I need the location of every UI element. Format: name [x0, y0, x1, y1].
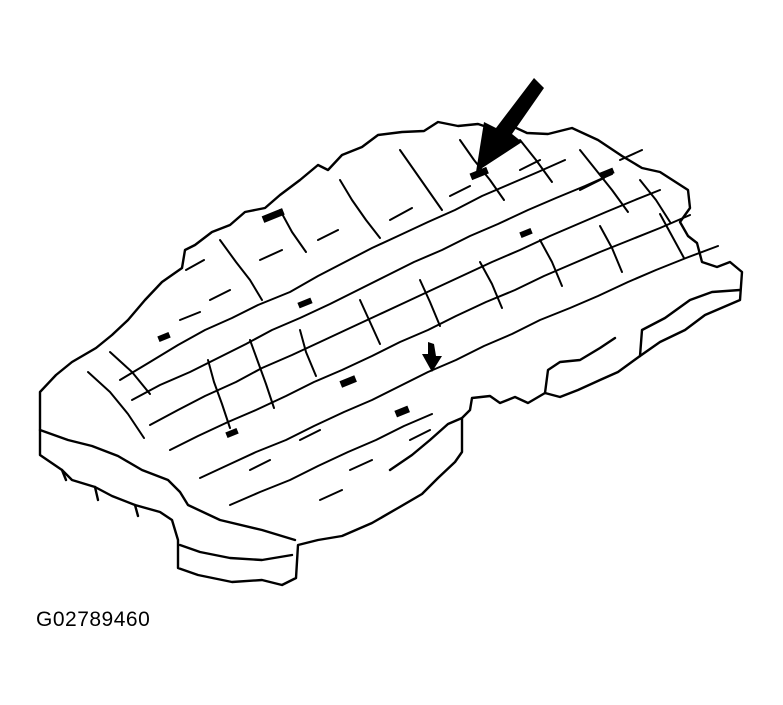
bottom-lip [60, 468, 294, 562]
side-edge [388, 288, 742, 472]
channel-network [87, 139, 719, 506]
upper-arrow [476, 78, 544, 172]
figure-code: G02789460 [36, 608, 151, 631]
arrow-icon [422, 78, 544, 372]
valve-body-illustration [38, 78, 744, 587]
detail-marks [157, 166, 615, 439]
front-face [38, 428, 297, 542]
lower-arrow [422, 342, 442, 372]
valve-body-icon [38, 120, 744, 587]
housing-outline [38, 120, 744, 587]
